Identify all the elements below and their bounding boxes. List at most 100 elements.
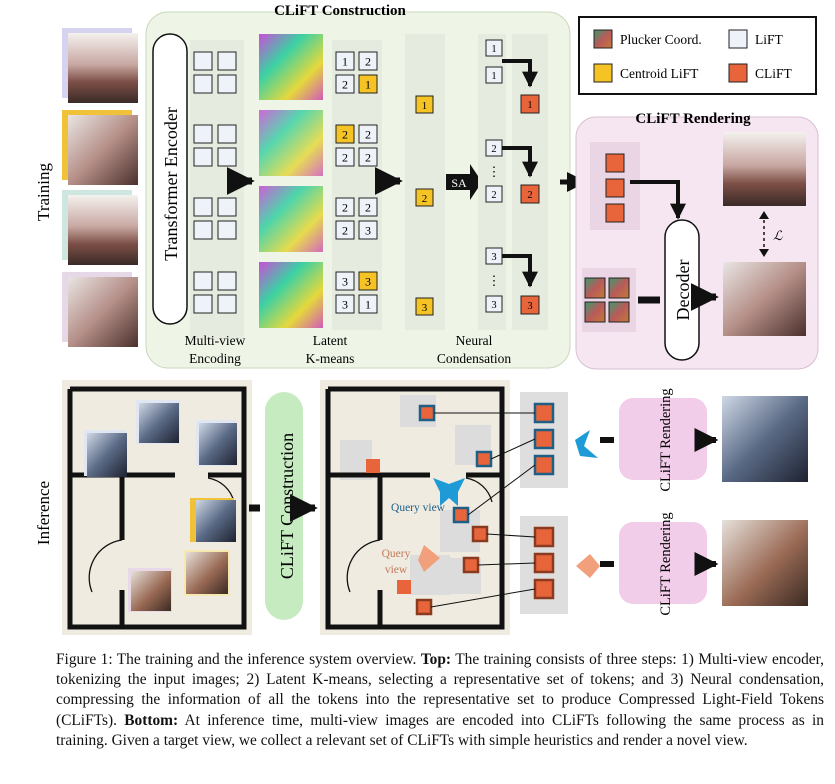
clift-output-1: 1: [527, 100, 532, 111]
cluster-id-token: [335, 74, 355, 94]
inference-label: Inference: [34, 481, 53, 545]
novel-view-output-2: [722, 520, 808, 606]
condensation-label-2: Condensation: [437, 351, 511, 366]
caption-text-2: The training consists of three steps: 1)…: [56, 651, 824, 729]
query-view-1-label: Query view: [391, 502, 446, 514]
inference-rendering-label-2: CLiFT Rendering: [658, 512, 674, 615]
selected-clifts-2: [533, 526, 555, 600]
cluster-id-token: [335, 51, 355, 71]
inference-rendering-block-2: [619, 522, 707, 604]
cluster-id-token: [358, 74, 378, 94]
cluster-id-label: 1: [365, 298, 371, 312]
clift-outputs: [520, 94, 540, 315]
group3-token-b: 3: [491, 300, 496, 311]
construction-title: CLiFT Construction: [274, 3, 406, 19]
training-input-images: [62, 28, 138, 347]
caption-text-3: At inference time, multi-view images are…: [56, 711, 824, 749]
ground-truth-image: [723, 132, 806, 206]
centroid-label-3: 3: [422, 302, 428, 314]
clift-output-2: 2: [527, 190, 532, 201]
group1-token-a: 1: [491, 44, 496, 55]
multiview-label-1: Multi-view: [185, 333, 246, 348]
cluster-id-label: 2: [342, 151, 348, 165]
kmeans-cluster-images: [259, 34, 323, 328]
floorplan-input-views: [84, 400, 237, 612]
kmeans-label-1: Latent: [313, 333, 348, 348]
cluster-id-label: 2: [342, 201, 348, 215]
arrow-tokens-to-decoder: [630, 180, 686, 220]
cluster-id-label: 2: [342, 78, 348, 92]
centroid-label-1: 1: [422, 100, 428, 112]
clift-output-3: 3: [527, 301, 532, 312]
cluster-id-token: [335, 147, 355, 167]
selection-lines: [430, 412, 536, 608]
cluster-id-label: 2: [365, 201, 371, 215]
cluster-id-label: 3: [365, 275, 371, 289]
cluster-id-token: [358, 147, 378, 167]
cluster-id-token: [335, 197, 355, 217]
transformer-encoder: [152, 33, 188, 325]
query-view-2-label-2: view: [385, 564, 408, 576]
selected-clifts-1: [533, 402, 555, 476]
inference-rendering-block-1: [619, 398, 707, 480]
group2-token-a: 2: [491, 144, 496, 155]
cluster-id-token: [358, 124, 378, 144]
figure-caption: Figure 1: The training and the inference…: [56, 650, 824, 751]
group3-token-a: 3: [491, 252, 496, 263]
door-arc-input-2: [88, 539, 123, 593]
system-overview-figure: Training CLiFT Construction Transformer …: [34, 3, 819, 635]
cluster-id-label: 2: [365, 151, 371, 165]
inference-construction-block: [265, 392, 303, 620]
target-plucker-tokens: [584, 277, 630, 323]
decoder-label: Decoder: [673, 260, 693, 321]
legend-lift: LiFT: [755, 32, 784, 47]
cluster-id-token: [335, 271, 355, 291]
group1-token-b: 1: [491, 71, 496, 82]
group2-dots: ⋮: [488, 164, 501, 179]
cluster-id-label: 3: [365, 224, 371, 238]
centroid-liftokens: [415, 95, 434, 316]
query-view-2-label-1: Query: [382, 548, 411, 560]
query-view-orange-icon: [418, 545, 440, 572]
condensation-arrows: [502, 59, 538, 288]
inference-rendering-label-1: CLiFT Rendering: [658, 388, 674, 491]
loss-label: ℒ: [773, 228, 783, 243]
caption-text-1: Figure 1: The training and the inference…: [56, 651, 421, 668]
cluster-id-label: 3: [342, 298, 348, 312]
cluster-id-token: [335, 124, 355, 144]
cluster-id-token: [358, 197, 378, 217]
cluster-id-label: 1: [365, 78, 371, 92]
self-attention-arrow: SA: [446, 164, 482, 200]
caption-bold-bottom: Bottom:: [124, 711, 179, 729]
svg-text:SA: SA: [451, 176, 467, 190]
rendering-title: CLiFT Rendering: [635, 111, 751, 127]
legend: [578, 16, 817, 95]
cluster-id-label: 2: [365, 55, 371, 69]
floorplan-walls-clifts: [325, 386, 505, 630]
door-arc-clifts-2: [346, 539, 381, 593]
cluster-id-token: [358, 271, 378, 291]
cluster-id-label: 1: [342, 55, 348, 69]
training-label: Training: [34, 163, 53, 221]
cluster-id-label: 3: [342, 275, 348, 289]
legend-centroid: Centroid LiFT: [620, 66, 699, 81]
group2-token-b: 2: [491, 190, 496, 201]
condensation-label-1: Neural: [456, 333, 493, 348]
legend-clift: CLiFT: [755, 66, 793, 81]
cluster-id-label: 2: [342, 128, 348, 142]
rendered-output-image: [723, 262, 806, 336]
cluster-id-token: [335, 294, 355, 314]
cluster-id-token: [335, 220, 355, 240]
novel-view-output-1: [722, 396, 808, 482]
cluster-id-token: [358, 51, 378, 71]
multiview-label-2: Encoding: [189, 351, 241, 366]
cluster-id-label: 2: [342, 224, 348, 238]
cluster-id-token: [358, 220, 378, 240]
kmeans-label-2: K-means: [306, 351, 355, 366]
encoder-label: Transformer Encoder: [161, 107, 181, 261]
group3-dots: ⋮: [488, 273, 501, 288]
caption-bold-top: Top:: [420, 651, 452, 668]
clift-tokens-in-scene: [366, 404, 493, 616]
centroid-label-2: 2: [422, 193, 428, 205]
